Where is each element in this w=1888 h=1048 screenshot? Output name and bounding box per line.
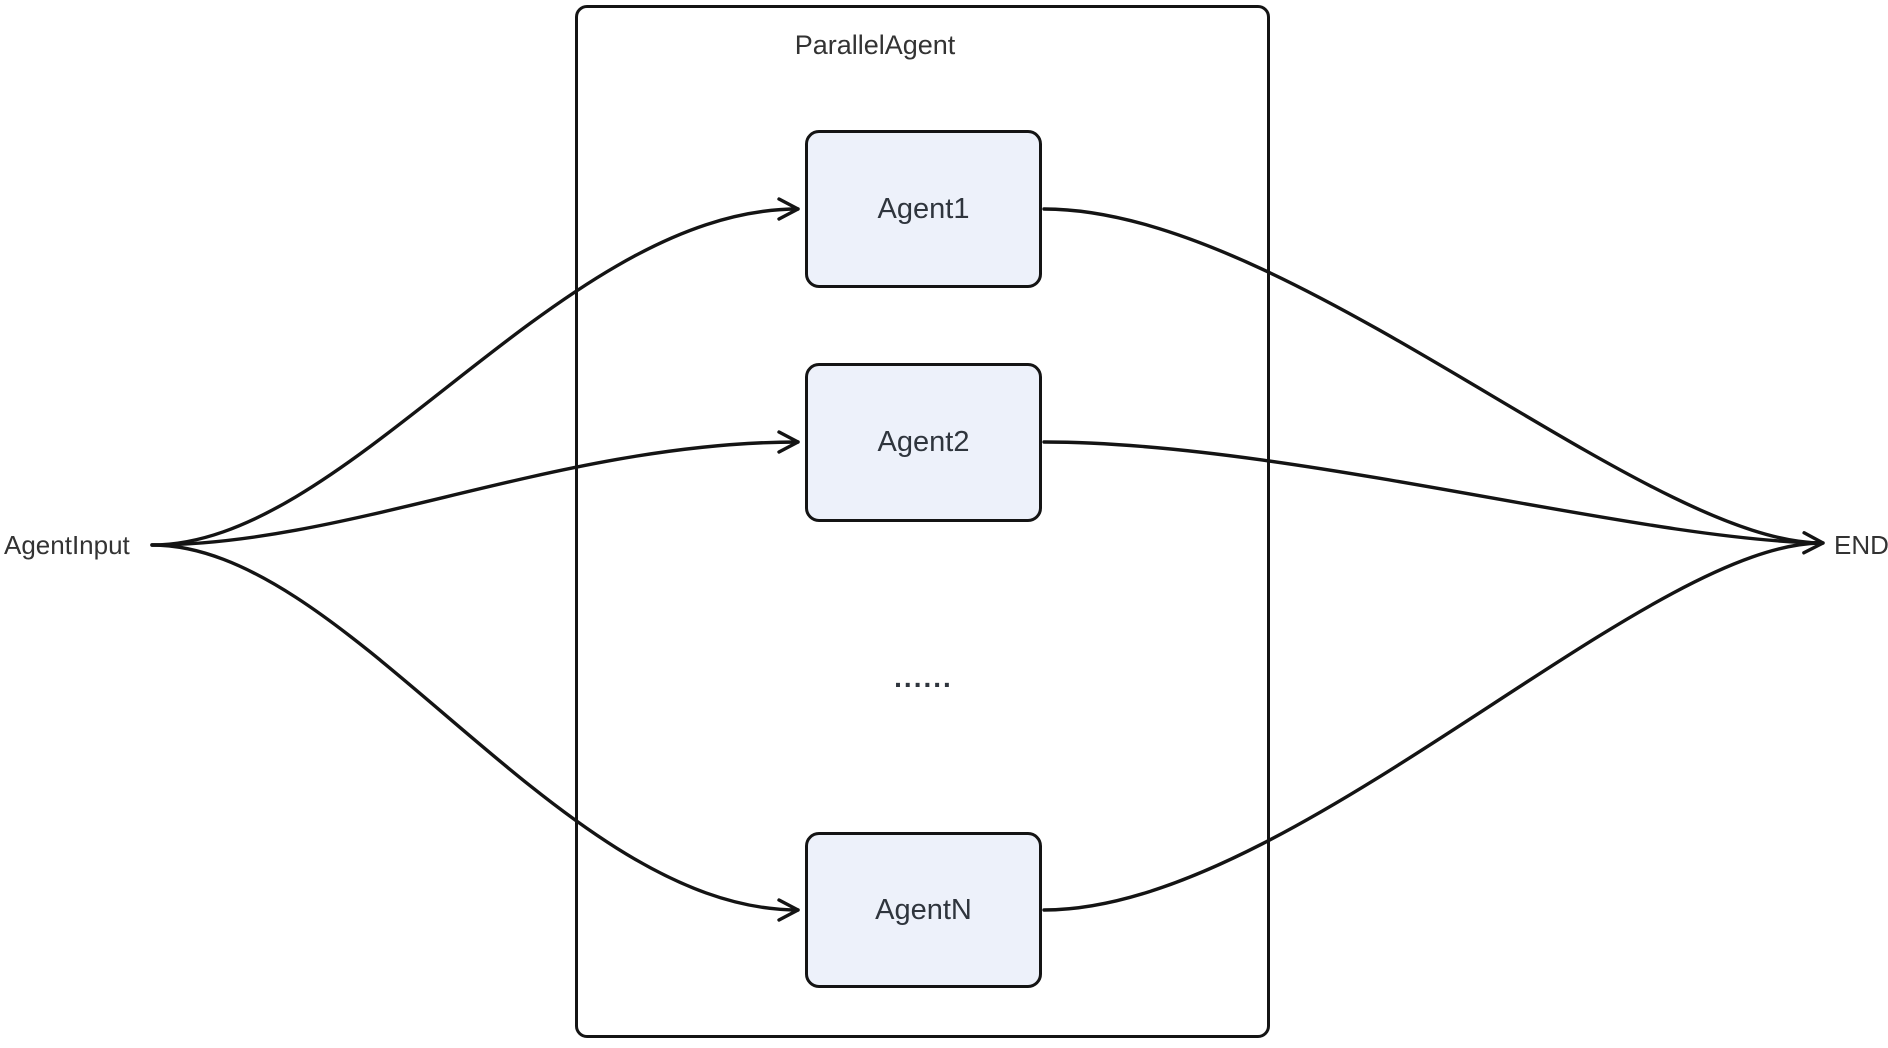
parallel-agent-group [575,5,1270,1038]
agent-input-label: AgentInput [4,530,130,560]
node-agent2: Agent2 [805,363,1042,522]
node-agent1: Agent1 [805,130,1042,288]
end-label: END [1834,530,1888,560]
node-agent1-label: Agent1 [877,192,970,225]
edge-agent1-to-end [1042,207,1822,545]
node-agent2-label: Agent2 [877,426,970,458]
more-agents-ellipsis: ...... [894,662,953,693]
node-agentN: AgentN [805,832,1042,988]
edge-input-to-agentN [150,543,800,922]
node-agentN-label: AgentN [875,893,972,926]
edge-agent2-to-end [1042,440,1825,555]
parallel-agent-group-label: ParallelAgent [794,30,956,60]
edge-input-to-agent1 [150,197,800,547]
edge-agentN-to-end [1042,541,1822,912]
edge-input-to-agent2 [150,430,800,547]
